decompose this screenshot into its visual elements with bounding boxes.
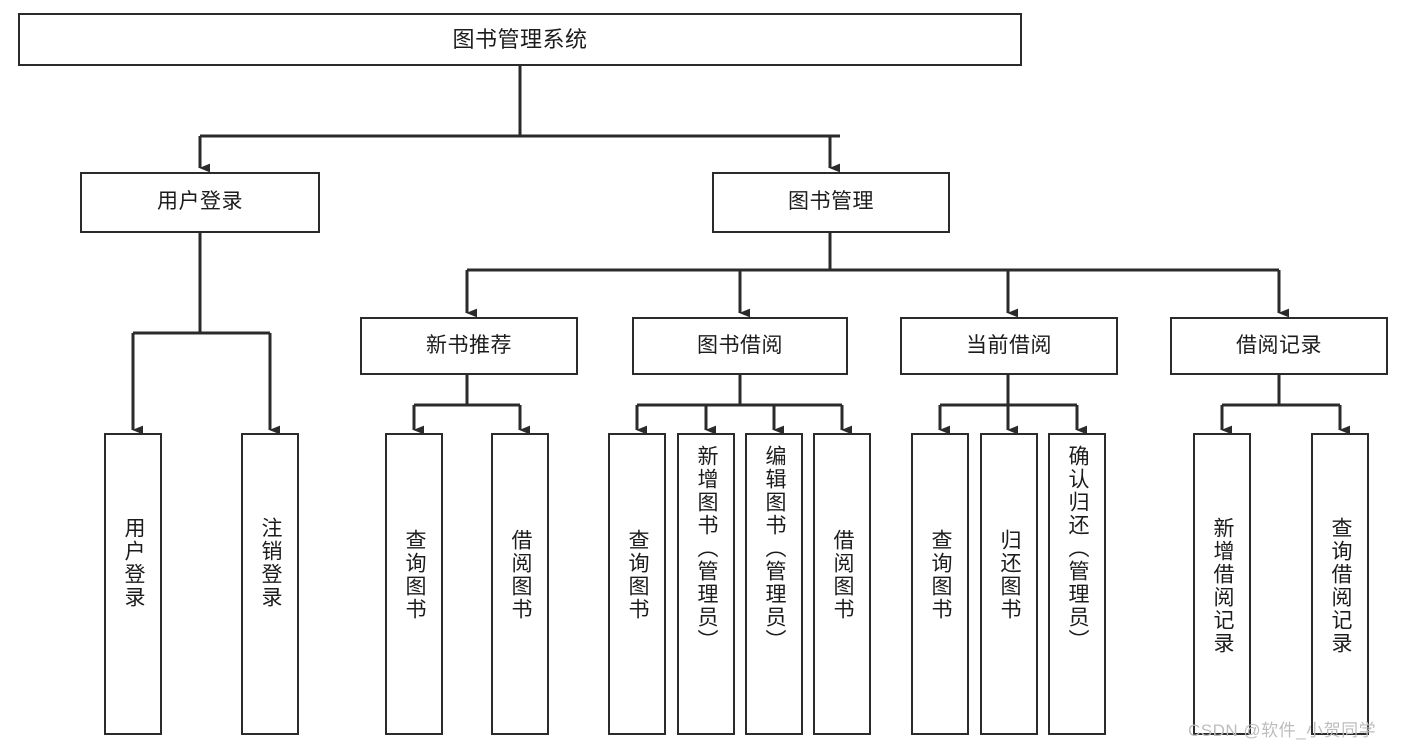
node-book-manage[interactable]: 图书管理	[712, 172, 950, 233]
leaf-confirm-return-admin[interactable]: 确认归还（管理员）	[1048, 433, 1106, 735]
node-label: 新增借阅记录	[1211, 517, 1235, 655]
node-label: 借阅图书	[509, 529, 533, 621]
leaf-user-login[interactable]: 用户登录	[104, 433, 162, 735]
node-label: 新书推荐	[426, 333, 512, 357]
leaf-query-book-current[interactable]: 查询图书	[911, 433, 969, 735]
node-label: 图书借阅	[697, 333, 783, 357]
node-label: 注销登录	[259, 517, 283, 609]
node-label: 当前借阅	[966, 333, 1052, 357]
node-label: 查询图书	[929, 529, 953, 621]
node-label: 查询图书	[626, 529, 650, 621]
leaf-query-borrow-record[interactable]: 查询借阅记录	[1311, 433, 1369, 735]
node-label: 确认归还（管理员）	[1066, 445, 1090, 652]
node-root-system[interactable]: 图书管理系统	[18, 13, 1022, 66]
node-user-login[interactable]: 用户登录	[80, 172, 320, 233]
watermark-text: CSDN @软件_小贺同学	[1188, 721, 1377, 740]
leaf-logout-login[interactable]: 注销登录	[241, 433, 299, 735]
leaf-return-book[interactable]: 归还图书	[980, 433, 1038, 735]
node-label: 归还图书	[998, 529, 1022, 621]
leaf-borrow-book-borrow[interactable]: 借阅图书	[813, 433, 871, 735]
node-label: 查询图书	[403, 529, 427, 621]
node-book-borrow[interactable]: 图书借阅	[632, 317, 848, 375]
leaf-query-book-borrow[interactable]: 查询图书	[608, 433, 666, 735]
node-label: 借阅记录	[1236, 333, 1322, 357]
node-label: 图书管理	[788, 190, 874, 214]
node-new-book-recommend[interactable]: 新书推荐	[360, 317, 578, 375]
leaf-add-book-admin[interactable]: 新增图书（管理员）	[677, 433, 735, 735]
node-label: 用户登录	[157, 190, 243, 214]
leaf-query-book-recommend[interactable]: 查询图书	[385, 433, 443, 735]
node-label: 图书管理系统	[452, 26, 588, 52]
leaf-add-borrow-record[interactable]: 新增借阅记录	[1193, 433, 1251, 735]
node-borrow-record[interactable]: 借阅记录	[1170, 317, 1388, 375]
node-label: 查询借阅记录	[1329, 517, 1353, 655]
node-label: 新增图书（管理员）	[695, 445, 719, 652]
leaf-edit-book-admin[interactable]: 编辑图书（管理员）	[745, 433, 803, 735]
node-label: 编辑图书（管理员）	[763, 445, 787, 652]
node-label: 借阅图书	[831, 529, 855, 621]
node-label: 用户登录	[122, 517, 146, 609]
node-current-borrow[interactable]: 当前借阅	[900, 317, 1118, 375]
leaf-borrow-book-recommend[interactable]: 借阅图书	[491, 433, 549, 735]
